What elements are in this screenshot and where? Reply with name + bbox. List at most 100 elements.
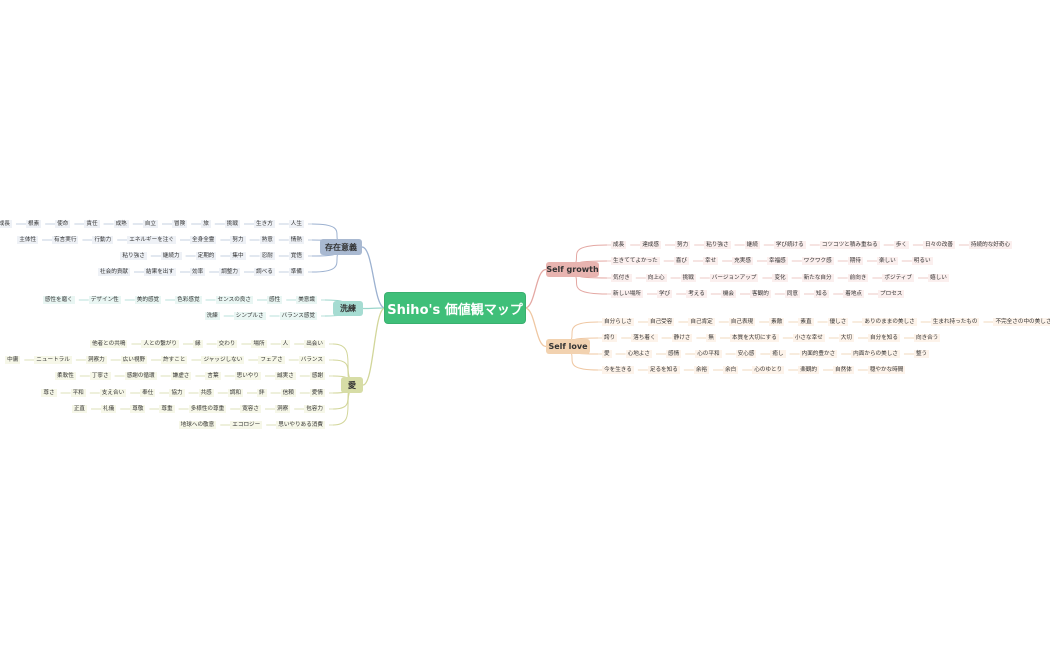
leaf-ai-1-2[interactable]: ジャッジしない [201,356,245,364]
leaf-love-2-0[interactable]: 愛 [602,350,612,358]
leaf-sonzai-3-2[interactable]: 調整力 [219,268,240,276]
leaf-love-2-3[interactable]: 心の平和 [695,350,722,358]
leaf-sonzai-3-0[interactable]: 準備 [288,268,304,276]
leaf-ai-0-6[interactable]: 他者との共鳴 [89,340,128,348]
leaf-growth-1-0[interactable]: 生きててよかった [611,257,660,265]
leaf-growth-1-4[interactable]: 幸福感 [766,257,788,265]
leaf-love-0-7[interactable]: ありのままの美しさ [862,318,917,326]
leaf-love-3-7[interactable]: 穏やかな時間 [867,366,906,374]
leaf-ai-5-2[interactable]: 地球への敬意 [178,421,217,429]
leaf-growth-1-2[interactable]: 幸せ [702,257,719,265]
leaf-love-2-7[interactable]: 内面からの美しさ [851,350,900,358]
leaf-growth-0-9[interactable]: 持続的な好奇心 [968,241,1013,249]
leaf-ai-3-0[interactable]: 愛情 [309,389,325,397]
leaf-sonzai-1-6[interactable]: 有言実行 [52,236,79,244]
leaf-ai-1-7[interactable]: 中庸 [5,356,21,364]
leaf-ai-0-3[interactable]: 交わり [216,340,238,348]
leaf-ai-1-1[interactable]: フェアさ [258,356,285,364]
leaf-senren-1-0[interactable]: バランス感覚 [279,312,317,320]
leaf-love-0-3[interactable]: 自己表現 [728,318,756,326]
leaf-ai-3-5[interactable]: 協力 [169,389,185,397]
leaf-love-2-1[interactable]: 心地よさ [625,350,652,358]
leaf-sonzai-2-0[interactable]: 覚悟 [288,252,304,260]
leaf-sonzai-2-5[interactable]: 粘り強さ [120,252,147,260]
leaf-growth-1-1[interactable]: 喜び [673,257,689,265]
leaf-love-0-1[interactable]: 自己受容 [647,318,675,326]
leaf-senren-0-3[interactable]: 色彩感覚 [175,296,202,304]
leaf-ai-5-1[interactable]: エコロジー [230,421,263,429]
leaf-growth-0-6[interactable]: コツコツと積み重ねる [819,241,880,249]
leaf-love-3-5[interactable]: 楽観的 [798,366,820,374]
leaf-love-1-5[interactable]: 小さな幸せ [792,334,825,342]
branch-love[interactable]: Self love [546,339,590,354]
leaf-ai-2-5[interactable]: 感謝の循環 [124,372,157,380]
leaf-sonzai-1-2[interactable]: 努力 [230,236,246,244]
leaf-growth-2-3[interactable]: バージョンアップ [709,274,759,282]
leaf-sonzai-3-4[interactable]: 結果を出す [144,268,176,276]
leaf-love-3-0[interactable]: 今を生きる [602,366,634,374]
leaf-growth-1-5[interactable]: ワクワク感 [801,257,834,265]
leaf-sonzai-1-7[interactable]: 主体性 [17,236,39,244]
leaf-senren-0-0[interactable]: 美意識 [296,296,317,304]
leaf-love-2-2[interactable]: 感情 [666,350,682,358]
leaf-growth-3-5[interactable]: 同意 [784,290,801,298]
leaf-sonzai-2-2[interactable]: 集中 [230,252,246,260]
leaf-sonzai-2-1[interactable]: 忍耐 [259,252,275,260]
leaf-ai-3-4[interactable]: 共感 [198,389,214,397]
leaf-ai-4-6[interactable]: 礼儀 [101,405,117,413]
leaf-ai-5-0[interactable]: 思いやりある消費 [276,421,325,429]
leaf-growth-3-4[interactable]: 客観的 [750,290,771,298]
leaf-growth-0-1[interactable]: 達成感 [640,241,661,249]
leaf-ai-4-7[interactable]: 正直 [71,405,88,413]
leaf-growth-2-0[interactable]: 気付き [611,274,632,282]
leaf-sonzai-1-4[interactable]: エネルギーを注ぐ [127,236,176,244]
leaf-growth-2-8[interactable]: 嬉しい [928,274,949,282]
leaf-growth-2-6[interactable]: 前向き [847,274,869,282]
leaf-love-2-5[interactable]: 癒し [770,350,786,358]
leaf-love-2-8[interactable]: 整う [913,350,930,358]
leaf-growth-2-7[interactable]: ポジティブ [882,274,915,282]
leaf-love-1-7[interactable]: 自分を知る [868,334,900,342]
leaf-growth-3-1[interactable]: 学び [656,290,673,298]
leaf-love-3-3[interactable]: 余白 [723,366,739,374]
leaf-sonzai-0-6[interactable]: 成熟 [113,220,129,228]
leaf-ai-0-0[interactable]: 出会い [304,340,325,348]
leaf-ai-1-6[interactable]: ニュートラル [34,356,72,364]
leaf-ai-3-2[interactable]: 絆 [256,389,267,397]
leaf-growth-3-7[interactable]: 着地点 [843,290,865,298]
leaf-ai-2-1[interactable]: 誠実さ [275,372,296,380]
leaf-sonzai-0-5[interactable]: 自立 [142,220,158,228]
leaf-ai-3-1[interactable]: 信頼 [280,389,296,397]
leaf-growth-0-8[interactable]: 日々の改善 [922,241,955,249]
leaf-sonzai-3-3[interactable]: 効率 [190,268,206,276]
leaf-ai-4-4[interactable]: 尊重 [159,405,175,413]
leaf-senren-0-2[interactable]: センスの良さ [215,296,253,304]
leaf-sonzai-3-1[interactable]: 調べる [254,268,275,276]
leaf-ai-3-3[interactable]: 調和 [227,389,243,397]
leaf-ai-2-3[interactable]: 言葉 [205,372,221,380]
leaf-ai-0-5[interactable]: 人との繋がり [141,340,179,348]
leaf-sonzai-0-4[interactable]: 冒険 [171,220,188,228]
leaf-love-1-2[interactable]: 静けさ [671,334,693,342]
leaf-senren-0-5[interactable]: デザイン性 [88,296,121,304]
leaf-ai-1-3[interactable]: 許すこと [161,356,188,364]
leaf-sonzai-3-5[interactable]: 社会的貢献 [98,268,131,276]
leaf-growth-1-8[interactable]: 明るい [911,257,933,265]
leaf-sonzai-1-1[interactable]: 熟意 [259,236,275,244]
leaf-sonzai-2-3[interactable]: 定期的 [195,252,217,260]
leaf-ai-3-9[interactable]: 尊さ [41,389,57,397]
leaf-senren-1-2[interactable]: 洗練 [204,312,220,320]
leaf-love-1-0[interactable]: 誇り [602,334,618,342]
leaf-sonzai-0-8[interactable]: 使命 [55,220,71,228]
leaf-sonzai-0-1[interactable]: 生き方 [254,220,275,228]
leaf-sonzai-1-0[interactable]: 情熱 [288,236,304,244]
leaf-love-1-3[interactable]: 無 [706,334,716,342]
leaf-growth-2-2[interactable]: 挑戦 [680,274,696,282]
leaf-ai-1-4[interactable]: 広い視野 [120,356,148,364]
leaf-growth-1-6[interactable]: 期待 [847,257,863,265]
branch-sonzai[interactable]: 存在意義 [320,239,362,255]
leaf-growth-0-0[interactable]: 成長 [611,241,627,249]
branch-ai[interactable]: 愛 [341,377,363,393]
leaf-sonzai-0-7[interactable]: 責任 [84,220,100,228]
leaf-sonzai-0-9[interactable]: 根素 [25,220,42,228]
